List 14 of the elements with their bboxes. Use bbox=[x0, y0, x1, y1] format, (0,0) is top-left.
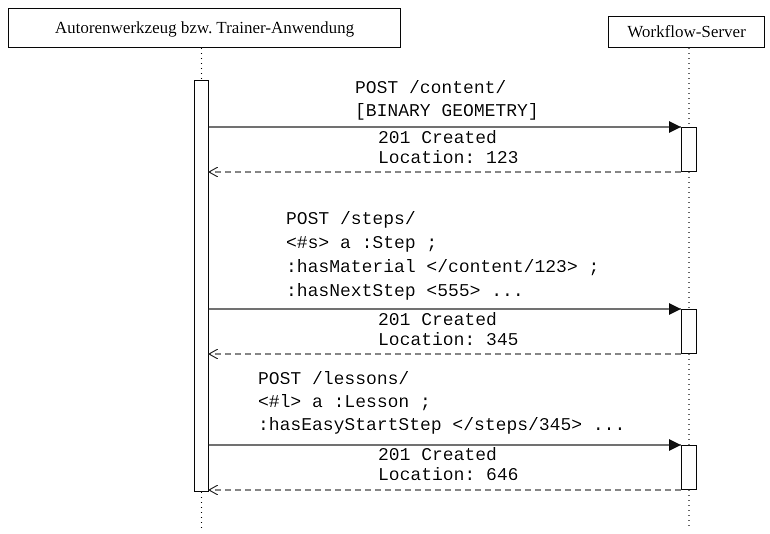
return-message-arrow bbox=[208, 484, 681, 496]
activation-bar bbox=[681, 445, 697, 490]
activation-bar bbox=[194, 80, 209, 492]
message-arrow bbox=[209, 303, 681, 315]
lifeline-header-box bbox=[8, 8, 401, 48]
message-arrow bbox=[209, 439, 681, 451]
participant-name: Workflow-Server bbox=[627, 22, 746, 42]
lifeline-header-box bbox=[608, 16, 765, 48]
activation-bar bbox=[681, 127, 697, 172]
message-arrow bbox=[209, 121, 681, 133]
return-message-arrow bbox=[208, 166, 681, 178]
participant-name: Autorenwerkzeug bzw. Trainer-Anwendung bbox=[54, 18, 354, 38]
return-message-arrow bbox=[208, 348, 681, 360]
activation-bar bbox=[681, 309, 697, 354]
